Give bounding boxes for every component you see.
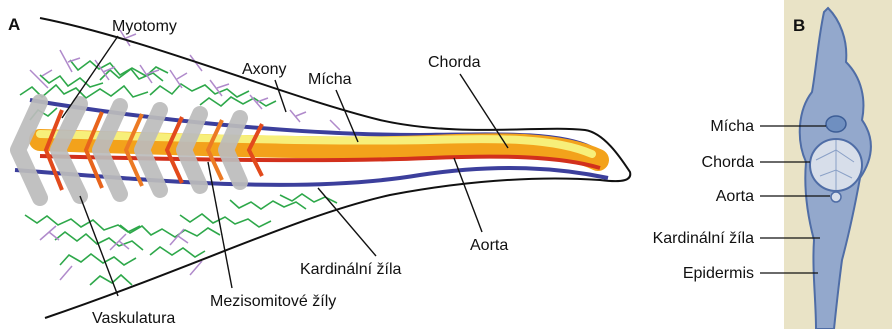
spinal-cord-section [826,116,846,132]
label-b-chorda: Chorda [702,154,755,171]
label-b-aorta: Aorta [716,188,754,205]
aorta-section [831,192,841,202]
label-b-micha: Mícha [710,118,754,135]
label-mezisomitove-zily: Mezisomitové žíly [210,293,336,310]
label-micha: Mícha [308,71,352,88]
label-axony: Axony [242,61,286,78]
panel-b: B Mícha Chorda Aorta Kardinální žíla Epi… [653,8,871,329]
label-myotomy: Myotomy [112,18,177,35]
label-b-epidermis: Epidermis [683,265,754,282]
label-chorda: Chorda [428,54,481,71]
label-aorta: Aorta [470,237,508,254]
label-b-kardinalni-zila: Kardinální žíla [653,230,754,247]
label-vaskulatura: Vaskulatura [92,310,175,327]
panel-a: A Myotomy Axony Mícha Chorda Aorta Kardi… [8,15,630,327]
panel-a-letter: A [8,15,20,34]
panel-b-letter: B [793,16,805,35]
label-kardinalni-zila: Kardinální žíla [300,261,401,278]
